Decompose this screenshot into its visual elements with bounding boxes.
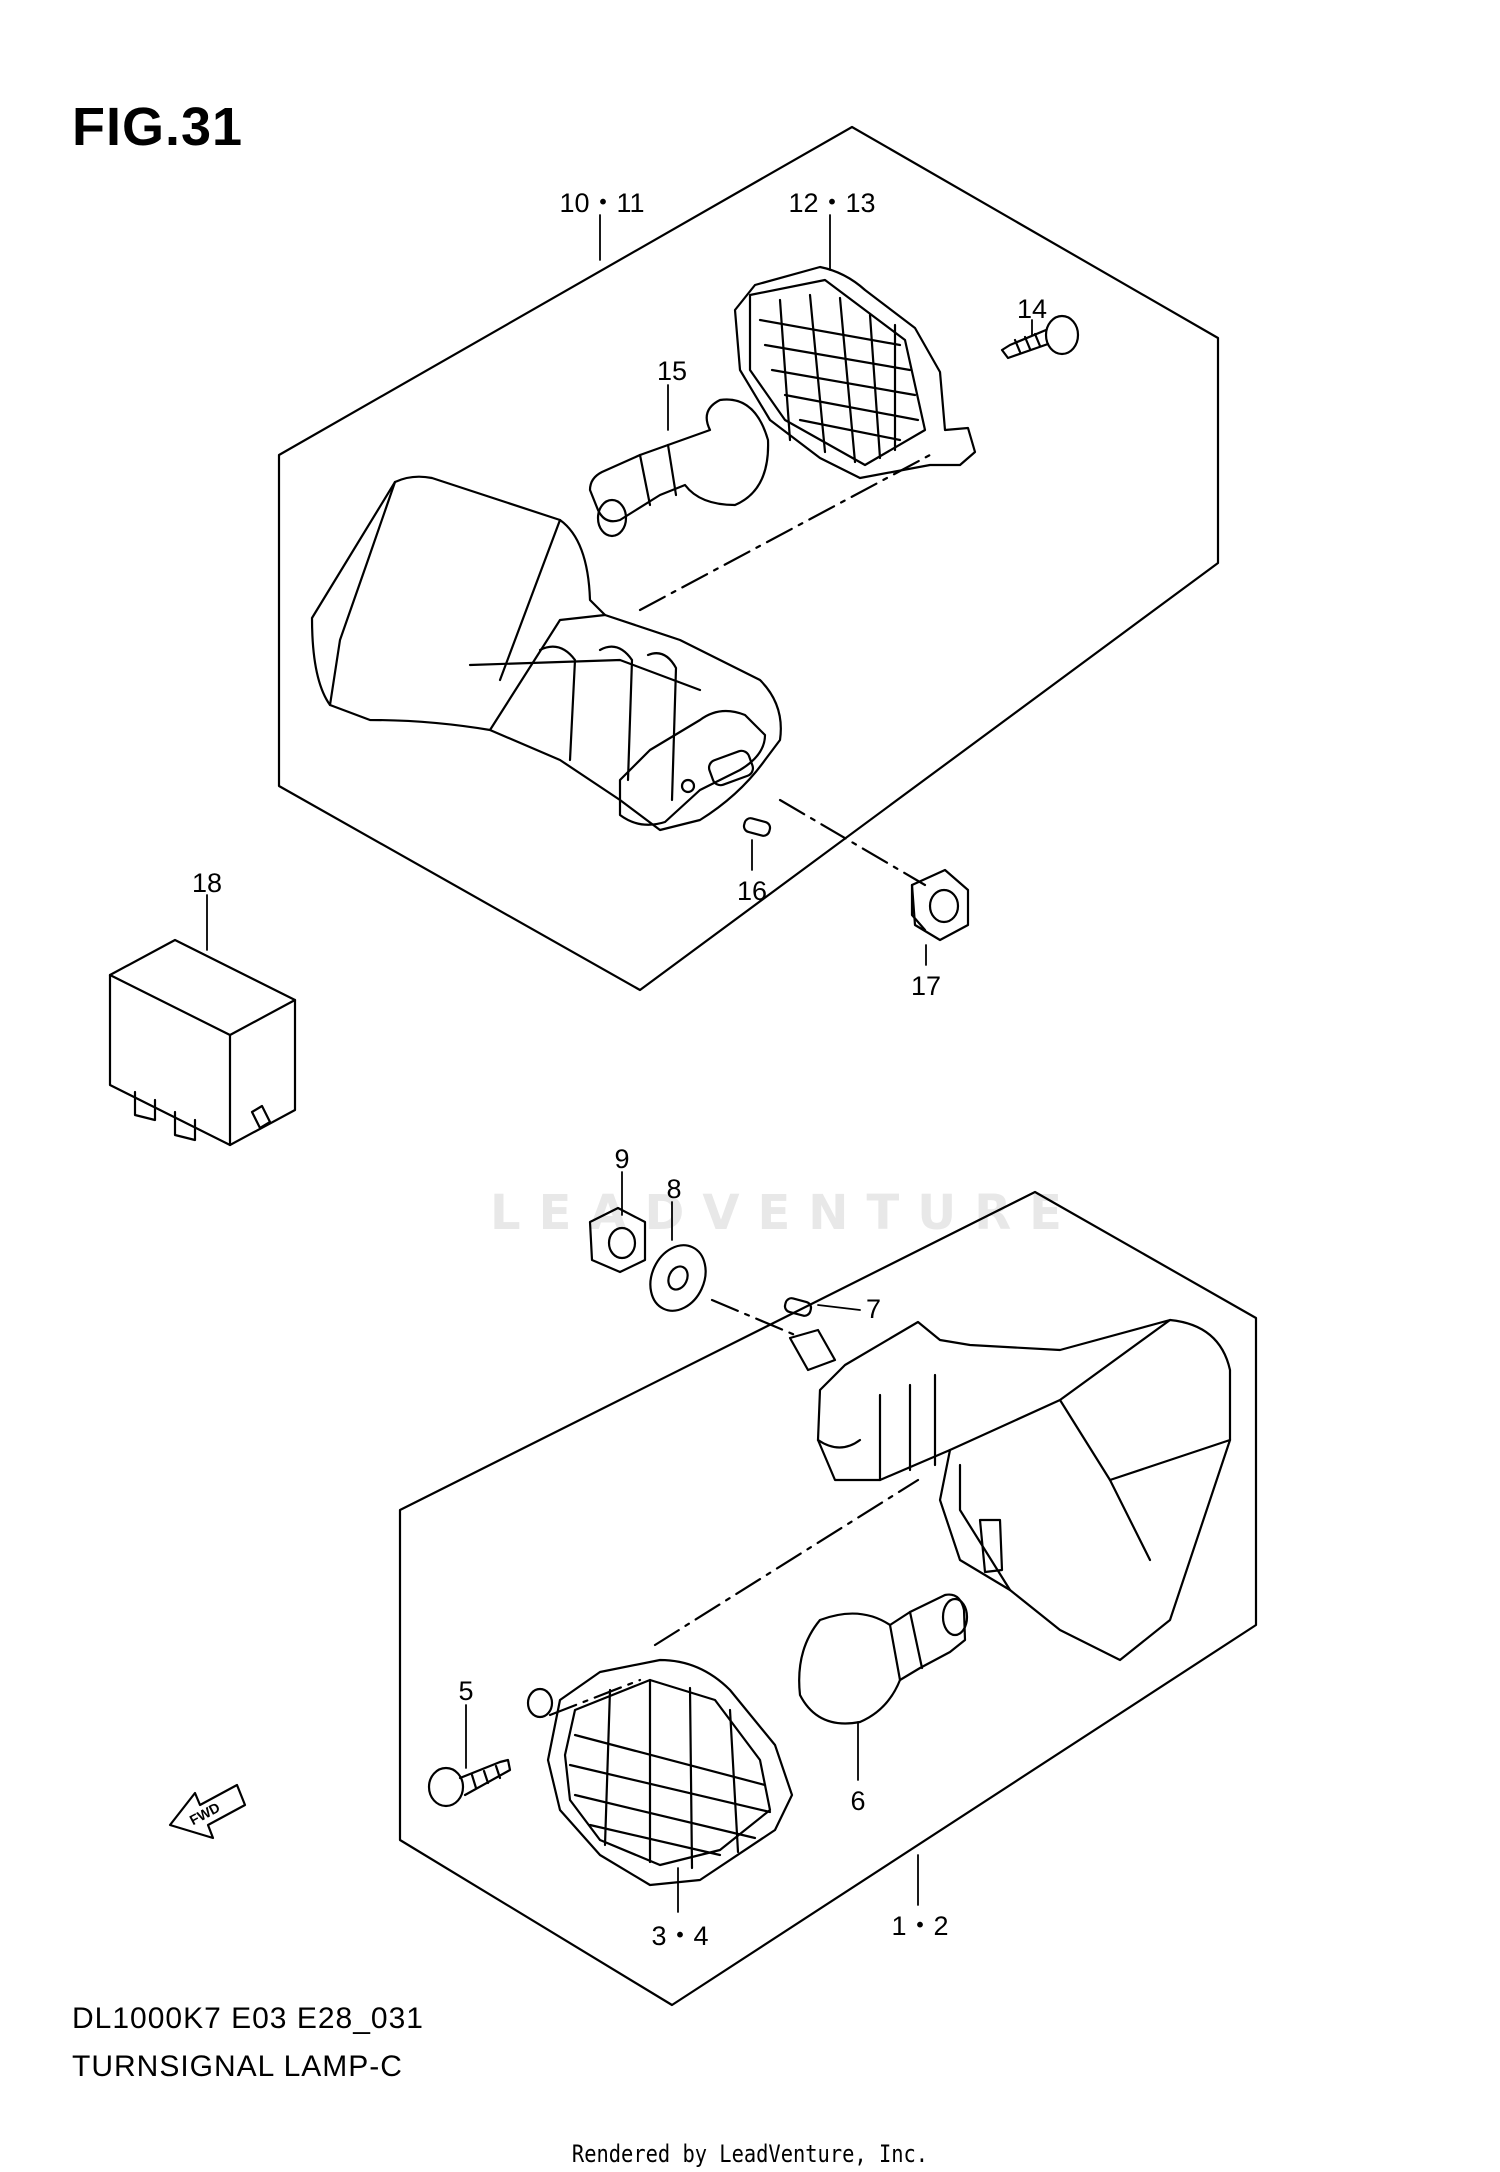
figure-title: FIG.31	[72, 97, 244, 157]
lower-bulb	[798, 1593, 969, 1725]
render-credit: Rendered by LeadVenture, Inc.	[571, 2140, 929, 2168]
relay	[108, 938, 297, 1147]
lower-washer	[649, 1244, 707, 1312]
figure-code: DL1000K7 E03 E28_031	[72, 2002, 424, 2035]
callout-18: 18	[192, 868, 222, 898]
figure-name: TURNSIGNAL LAMP-C	[72, 2050, 403, 2083]
callout-5: 5	[458, 1676, 473, 1706]
callout-14: 14	[1017, 294, 1047, 324]
callout-8: 8	[666, 1174, 681, 1204]
callout-12-13: 12・13	[788, 188, 875, 218]
lower-screw	[427, 1758, 512, 1808]
callout-15: 15	[657, 356, 687, 386]
callout-17: 17	[911, 971, 941, 1001]
fwd-arrow	[168, 1783, 247, 1840]
lower-pin	[783, 1297, 813, 1317]
callout-6: 6	[850, 1786, 865, 1816]
upper-nut	[910, 868, 970, 942]
upper-assembly-outline	[277, 125, 1220, 992]
upper-bulb	[588, 398, 770, 538]
callout-3-4: 3・4	[651, 1921, 708, 1951]
upper-screw	[1000, 314, 1080, 360]
upper-pin	[742, 817, 772, 837]
watermark-text: LEADVENTURE	[490, 1185, 1080, 1241]
lower-assembly-outline	[398, 1190, 1258, 2007]
callout-10-11: 10・11	[559, 188, 644, 218]
lower-lens	[526, 1658, 794, 1887]
callout-1-2: 1・2	[891, 1911, 948, 1941]
upper-lamp-housing	[310, 475, 782, 832]
callout-16: 16	[737, 876, 767, 906]
lower-nut	[588, 1206, 647, 1274]
callout-9: 9	[614, 1144, 629, 1174]
callout-7: 7	[866, 1294, 881, 1324]
upper-lens	[733, 265, 977, 480]
lower-lamp-housing	[816, 1318, 1232, 1662]
